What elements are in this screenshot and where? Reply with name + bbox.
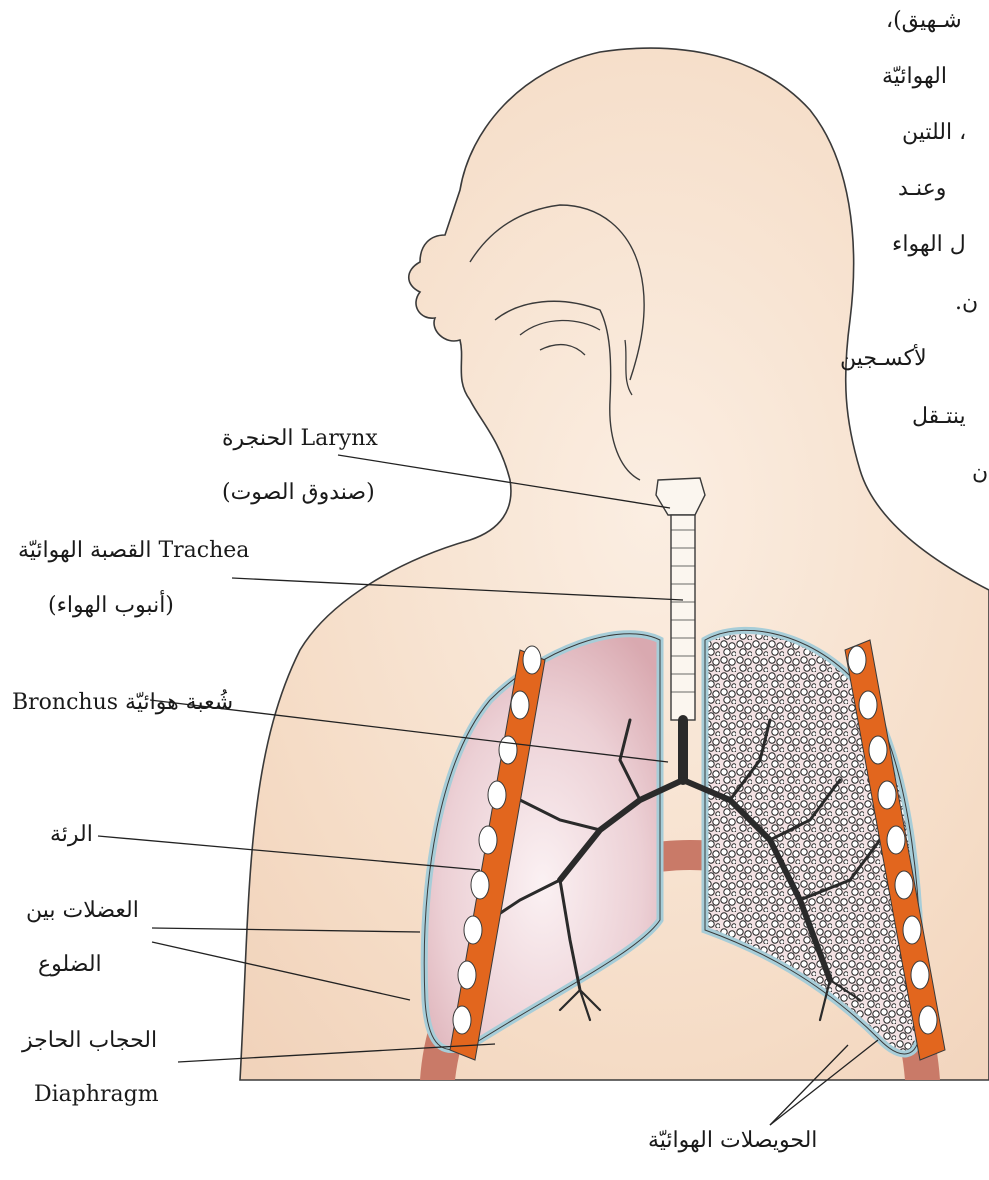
label-larynx: الحنجرة Larynx xyxy=(222,426,378,452)
paragraph-line: ل الهواء xyxy=(892,232,966,257)
paragraph-line: ن xyxy=(972,460,988,485)
paragraph-line: وعنـد xyxy=(898,176,946,201)
trachea-tube xyxy=(671,515,695,720)
label-larynx-en: Larynx xyxy=(301,426,378,451)
label-trachea-note: (أنبوب الهواء) xyxy=(48,593,174,619)
label-bronchus-ar: شُعبة هوائيّة xyxy=(125,690,233,715)
label-intercostal-1: العضلات بين xyxy=(26,898,139,924)
paragraph-line: ينتـقل xyxy=(912,404,966,429)
paragraph-line: شـهيق)، xyxy=(886,8,962,33)
label-trachea-en: Trachea xyxy=(158,538,249,563)
paragraph-line: لأكسـجين xyxy=(840,346,927,371)
label-larynx-note: (صندوق الصوت) xyxy=(222,480,375,506)
label-diaphragm-ar: الحجاب الحاجز xyxy=(22,1028,157,1054)
label-trachea-ar: القصبة الهوائيّة xyxy=(18,538,151,563)
label-intercostal-2: الضلوع xyxy=(38,952,102,978)
label-bronchus: Bronchus شُعبة هوائيّة xyxy=(12,690,233,716)
paragraph-line: الهوائيّة xyxy=(882,64,947,89)
label-larynx-ar: الحنجرة xyxy=(222,426,294,451)
label-diaphragm-en: Diaphragm xyxy=(34,1082,159,1108)
paragraph-line: ن. xyxy=(955,290,978,315)
label-trachea: القصبة الهوائيّة Trachea xyxy=(18,538,249,564)
label-lung: الرئة xyxy=(50,822,93,848)
label-bronchus-en: Bronchus xyxy=(12,690,118,715)
label-alveoli: الحويصلات الهوائيّة xyxy=(648,1128,817,1154)
paragraph-line: ، اللتين xyxy=(902,120,966,145)
